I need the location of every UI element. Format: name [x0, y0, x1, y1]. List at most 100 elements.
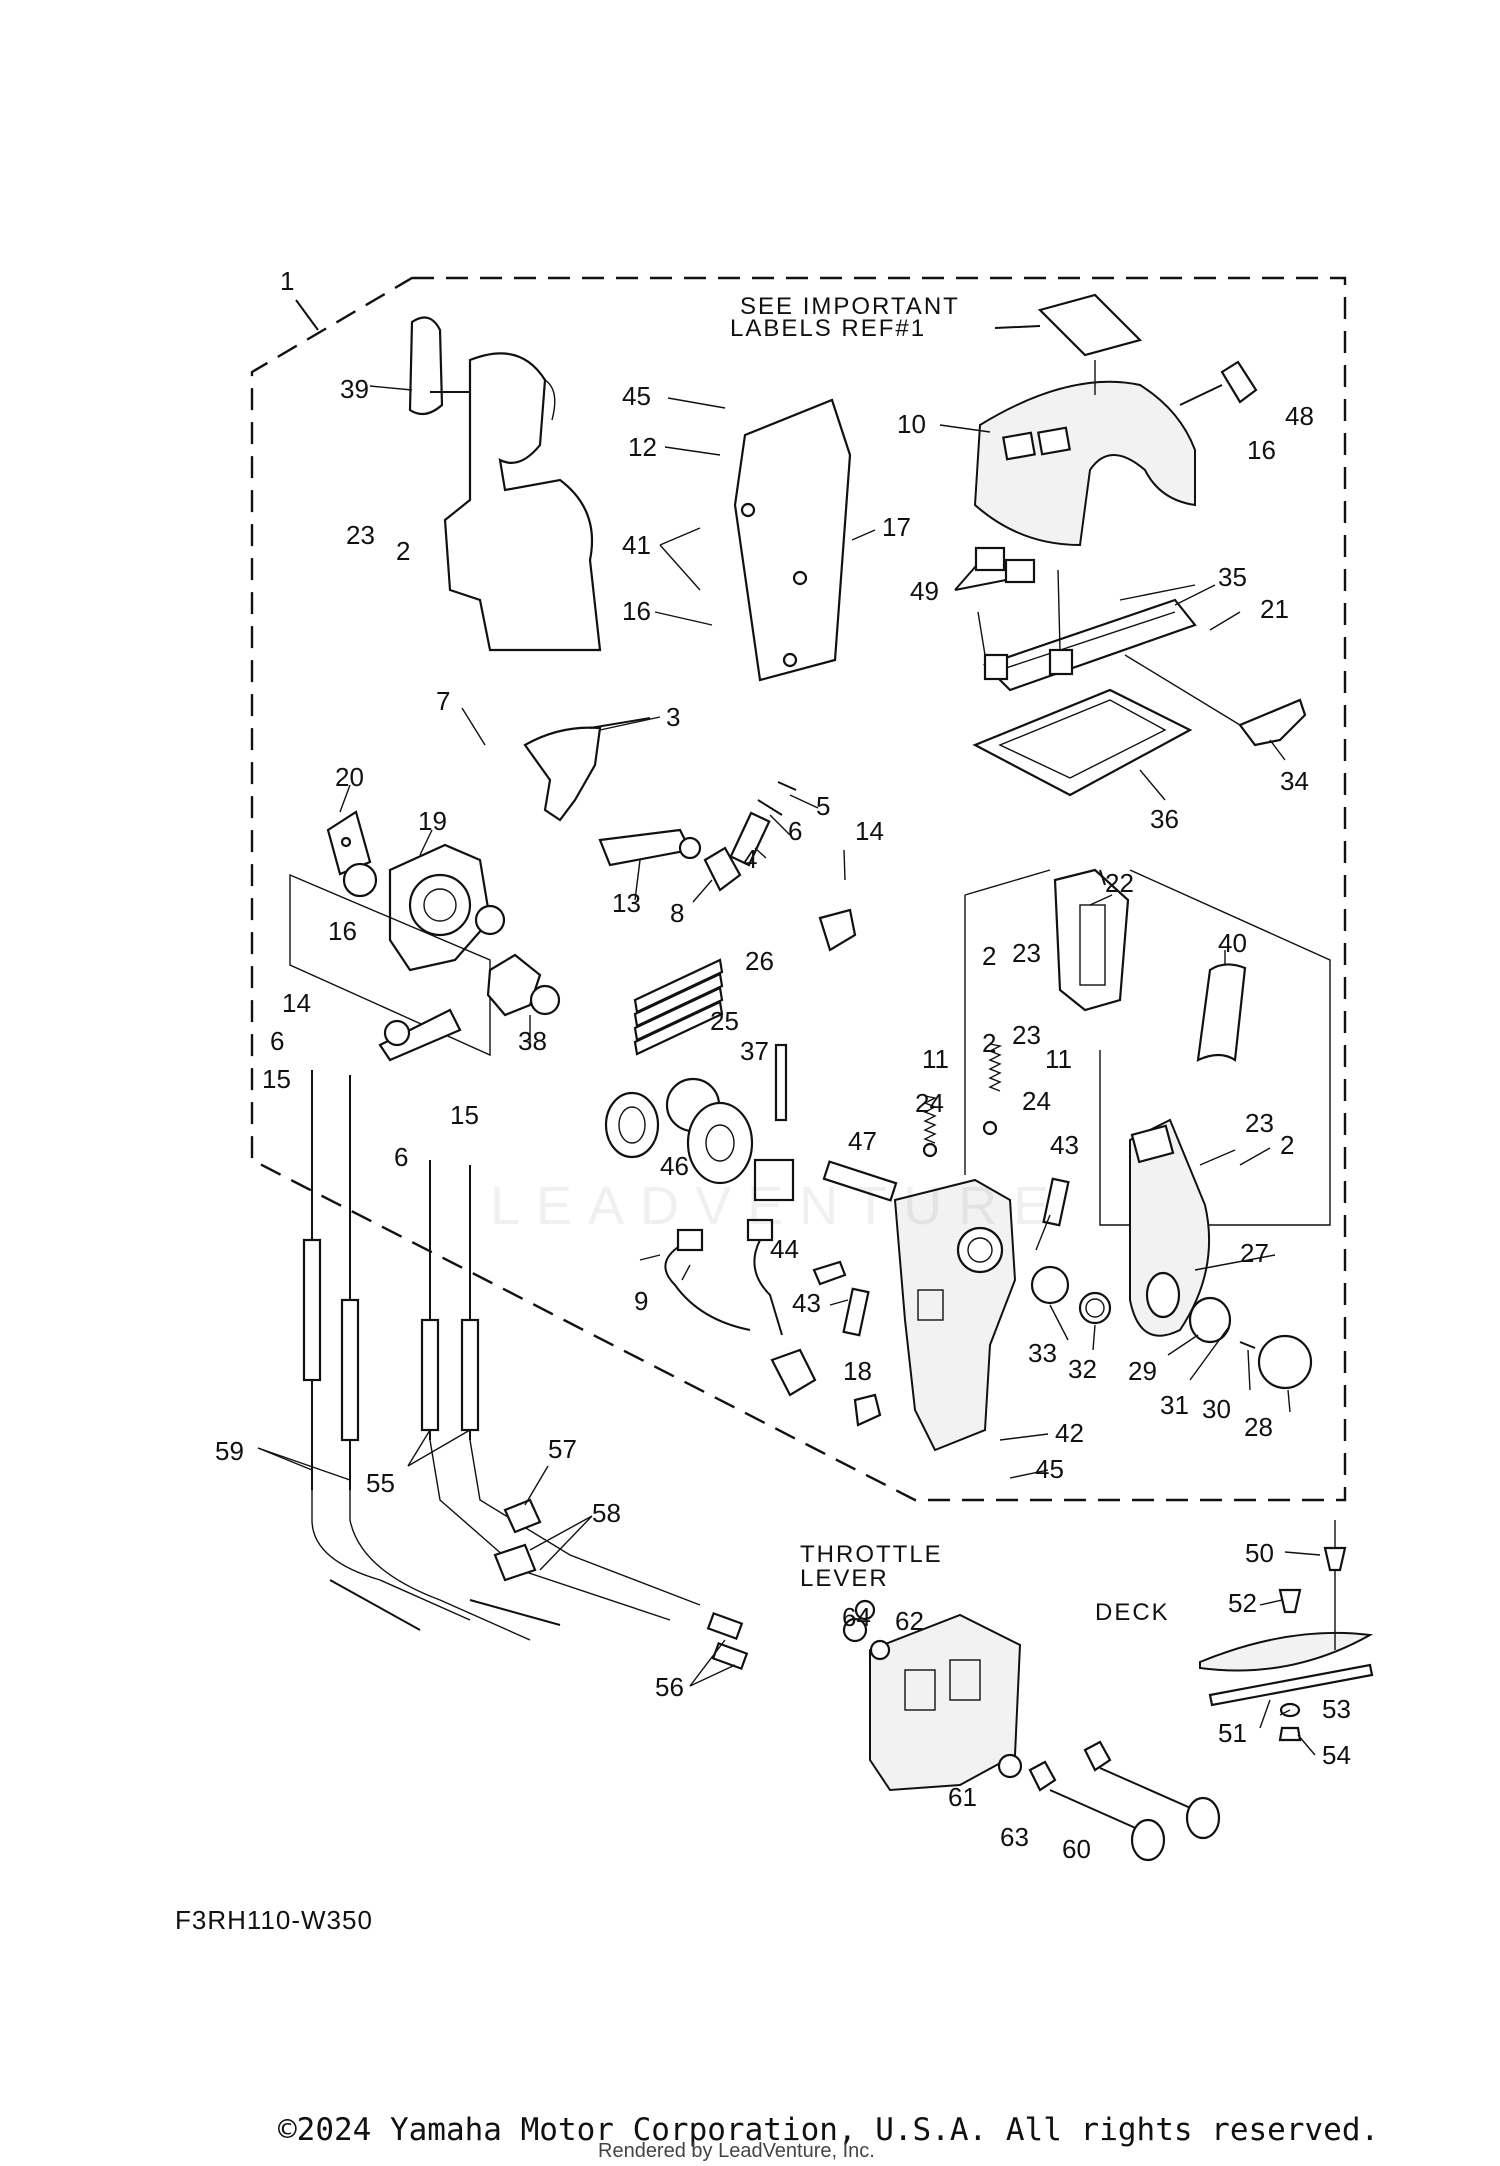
part-label: 54 — [1322, 1740, 1351, 1770]
part-label: 43 — [792, 1288, 821, 1318]
part-label: 23 — [1012, 938, 1041, 968]
part-26-detent-springs — [633, 958, 724, 1056]
part-22-handle — [1053, 868, 1130, 1012]
see-important-text: SEE IMPORTANT — [740, 293, 960, 320]
part-label: 23 — [346, 520, 375, 550]
part-label: 26 — [745, 946, 774, 976]
part-label: 56 — [655, 1672, 684, 1702]
part-17-cover-plate — [733, 398, 852, 682]
part-14-clip — [818, 908, 857, 952]
part-label: 16 — [622, 596, 651, 626]
part-label: 57 — [548, 1434, 577, 1464]
part-34-bracket — [1238, 698, 1307, 747]
part-label: 6 — [394, 1142, 408, 1172]
part-number-labels: 1 39 23 2 45 12 41 16 17 10 48 16 49 35 … — [215, 266, 1351, 1864]
part-label: 41 — [622, 530, 651, 560]
part-label: 24 — [1022, 1086, 1051, 1116]
part-label: 2 — [982, 1028, 996, 1058]
part-label: 48 — [1285, 401, 1314, 431]
boundary-leader — [295, 299, 319, 331]
part-label: 35 — [1218, 562, 1247, 592]
part-label: 43 — [1050, 1130, 1079, 1160]
throttle-lever-text-1: THROTTLE — [800, 1541, 943, 1568]
part-38-cam — [486, 953, 542, 1017]
part-label: 2 — [396, 536, 410, 566]
part-label: 7 — [436, 686, 450, 716]
part-label: 18 — [843, 1356, 872, 1386]
part-label: 64 — [842, 1602, 871, 1632]
part-9-wiring — [664, 1239, 751, 1331]
part-label: 49 — [910, 576, 939, 606]
part-label: 34 — [1280, 766, 1309, 796]
labels-ref-text: LABELS REF#1 — [730, 315, 926, 342]
part-10-top-cover — [973, 380, 1196, 547]
part-37-washer — [686, 1101, 754, 1185]
part-label: 10 — [897, 409, 926, 439]
part-33-bushing — [1030, 1265, 1070, 1305]
deck-text: DECK — [1095, 1599, 1170, 1626]
part-label: 59 — [215, 1436, 244, 1466]
part-3-bracket — [523, 726, 602, 822]
control-cables — [302, 1070, 701, 1641]
part-label: 19 — [418, 806, 447, 836]
part-49-buttons — [974, 546, 1006, 572]
assembly-boundary — [250, 276, 1347, 1502]
part-label: 8 — [670, 898, 684, 928]
part-40-cover — [1196, 963, 1247, 1062]
part-8-fitting — [703, 846, 742, 892]
part-29-cap — [1188, 1296, 1232, 1344]
part-label: 9 — [634, 1286, 648, 1316]
part-57-fitting — [503, 1498, 542, 1534]
part-label: 14 — [282, 988, 311, 1018]
part-label: 11 — [1045, 1044, 1072, 1074]
part-43-strip — [1042, 1177, 1070, 1227]
part-label: 24 — [915, 1088, 944, 1118]
part-label: 52 — [1228, 1588, 1257, 1618]
part-13-lever — [598, 828, 692, 867]
part-label: 30 — [1202, 1394, 1231, 1424]
part-label: 27 — [1240, 1238, 1269, 1268]
part-28-knob — [1257, 1334, 1313, 1390]
part-label: 25 — [710, 1006, 739, 1036]
part-label: 6 — [788, 816, 802, 846]
part-label: 29 — [1128, 1356, 1157, 1386]
part-label: 15 — [262, 1064, 291, 1094]
part-label: 45 — [622, 381, 651, 411]
part-label: 62 — [895, 1606, 924, 1636]
part-label: 42 — [1055, 1418, 1084, 1448]
part-label: 46 — [660, 1151, 689, 1181]
part-label: 16 — [328, 916, 357, 946]
part-label: 58 — [592, 1498, 621, 1528]
part-47-pin — [822, 1160, 898, 1202]
part-4-shaft — [729, 811, 771, 867]
deck-mount — [1199, 1520, 1374, 1742]
part-39-clip — [408, 316, 444, 416]
part-56-ends — [706, 1611, 744, 1641]
part-label: 40 — [1218, 928, 1247, 958]
part-label: 20 — [335, 762, 364, 792]
part-label: 51 — [1218, 1718, 1247, 1748]
part-label: 22 — [1105, 868, 1134, 898]
part-label: 23 — [1012, 1020, 1041, 1050]
part-label: 16 — [1247, 435, 1276, 465]
part-label: 38 — [518, 1026, 547, 1056]
part-label: 32 — [1068, 1354, 1097, 1384]
part-label: 2 — [982, 941, 996, 971]
part-36-gasket — [972, 688, 1193, 797]
part-label: 39 — [340, 374, 369, 404]
part-label: 45 — [1035, 1454, 1064, 1484]
part-label: 31 — [1160, 1390, 1189, 1420]
part-gear-hub — [753, 1158, 795, 1202]
part-label: 50 — [1245, 1538, 1274, 1568]
part-label: 47 — [848, 1126, 877, 1156]
part-label: 28 — [1244, 1412, 1273, 1442]
part-label: 17 — [882, 512, 911, 542]
lower-link-plate — [378, 1008, 462, 1062]
part-label: 23 — [1245, 1108, 1274, 1138]
part-48-knob — [1220, 360, 1258, 404]
part-label: 12 — [628, 432, 657, 462]
part-label: 55 — [366, 1468, 395, 1498]
part-label: 60 — [1062, 1834, 1091, 1864]
important-label-sticker — [1037, 293, 1143, 357]
part-label: 1 — [280, 266, 294, 296]
